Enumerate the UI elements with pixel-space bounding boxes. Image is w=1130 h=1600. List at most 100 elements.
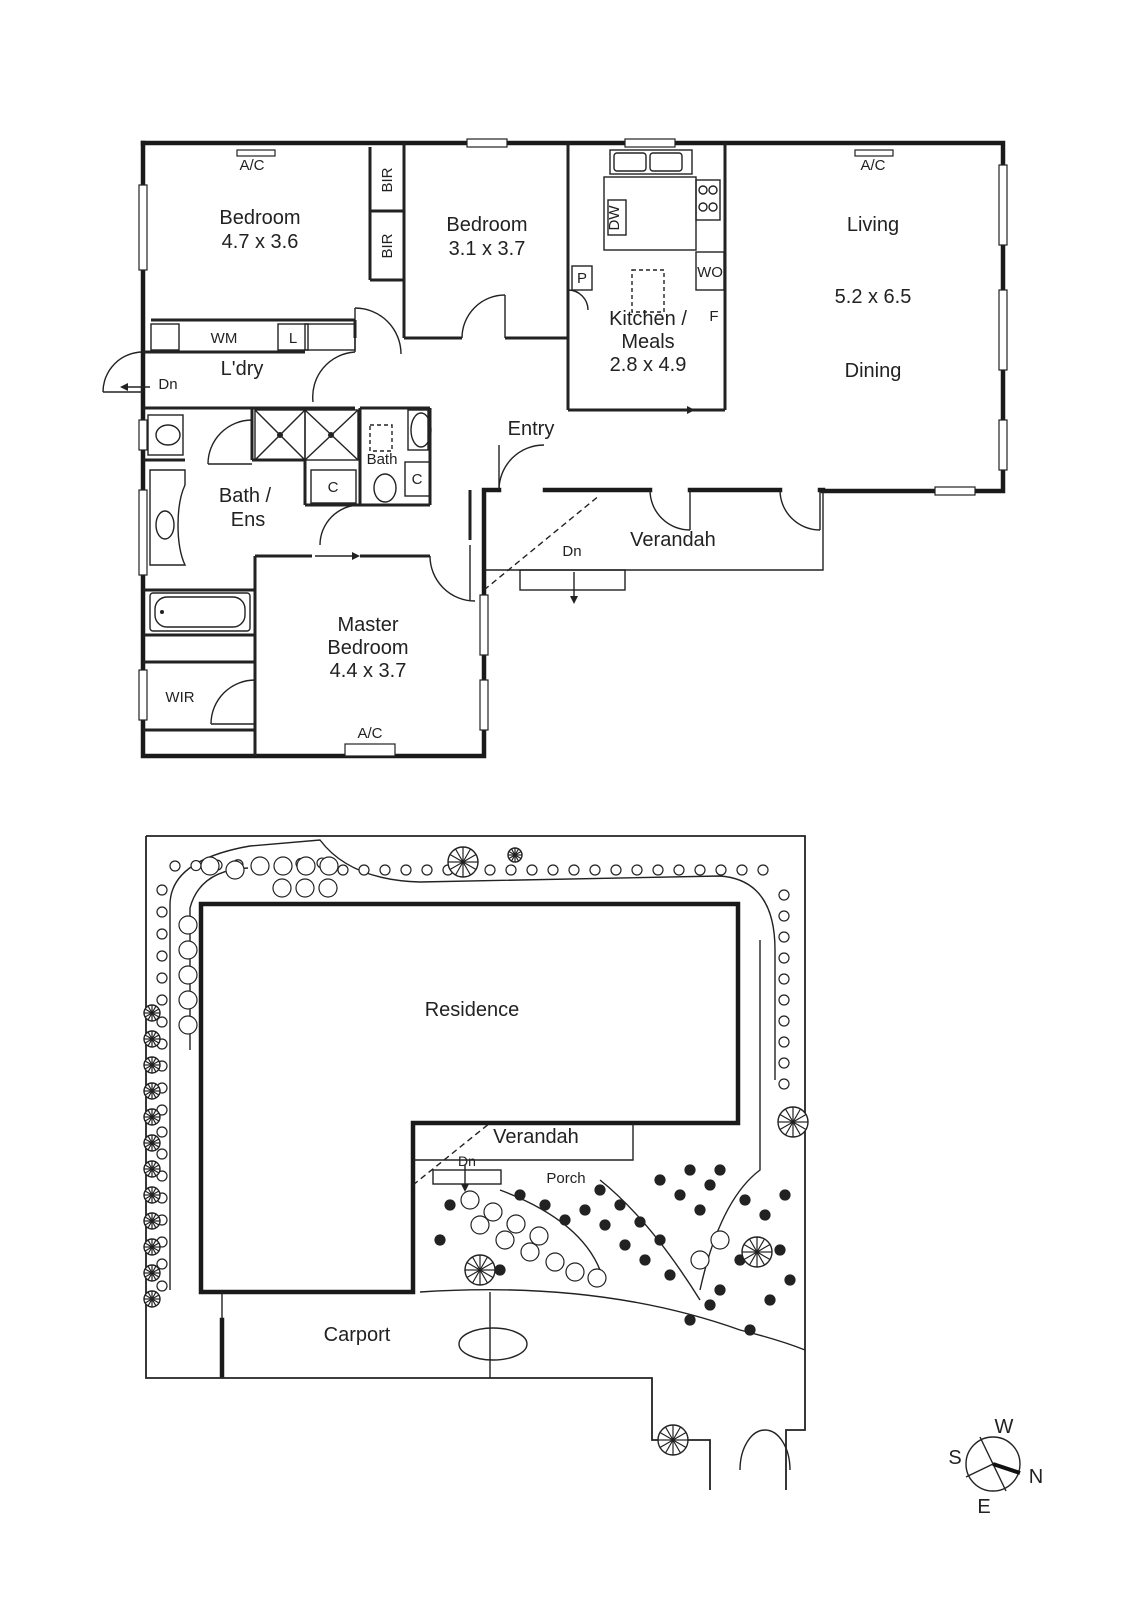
shrub (169, 860, 181, 872)
master-bedroom-name-2: Bedroom (327, 637, 408, 659)
master-bedroom-name: Master (337, 614, 398, 636)
shrub (547, 864, 559, 876)
shrub (690, 1250, 710, 1270)
f-label: F (709, 308, 718, 325)
tree (657, 1424, 689, 1456)
dw-label: DW (606, 205, 623, 231)
dark-shrub (599, 1219, 611, 1231)
kitchen-name: Kitchen / (609, 308, 687, 330)
dark-shrub (654, 1234, 666, 1246)
p-label: P (577, 270, 587, 287)
shrub (506, 1214, 526, 1234)
site-verandah-label: Verandah (493, 1126, 579, 1148)
dark-shrub (764, 1294, 776, 1306)
tree (143, 1056, 161, 1074)
dark-shrub (784, 1274, 796, 1286)
shrub (778, 1015, 790, 1027)
compass-s: S (948, 1447, 961, 1469)
shrub (250, 856, 270, 876)
dark-shrub (444, 1199, 456, 1211)
l-label: L (289, 330, 297, 347)
dark-shrub (514, 1189, 526, 1201)
compass: W S N E (948, 1416, 1043, 1518)
garden-paths (169, 839, 806, 1471)
shrub (545, 1252, 565, 1272)
dark-shrub (714, 1284, 726, 1296)
tree (143, 1030, 161, 1048)
compass-w: W (995, 1416, 1014, 1438)
shrub (178, 915, 198, 935)
dark-shrub (539, 1199, 551, 1211)
dark-shrub (704, 1299, 716, 1311)
wo-label: WO (697, 264, 723, 281)
dark-shrub (739, 1194, 751, 1206)
shrub (358, 864, 370, 876)
shrub (483, 1202, 503, 1222)
shrub (568, 864, 580, 876)
dining-name: Dining (845, 360, 902, 382)
dark-shrub (759, 1209, 771, 1221)
trees (143, 846, 809, 1456)
shrub (484, 864, 496, 876)
dark-shrub (634, 1216, 646, 1228)
shrub (190, 859, 202, 872)
tree (143, 1186, 161, 1204)
tree (143, 1238, 161, 1256)
shrub (156, 1126, 168, 1138)
dark-shrub (744, 1324, 756, 1336)
dark-shrub (684, 1314, 696, 1326)
kitchen-size: 2.8 x 4.9 (610, 354, 687, 376)
shrub (200, 856, 220, 876)
shrub (631, 864, 643, 876)
shrub (337, 864, 349, 876)
shrub (225, 860, 245, 880)
shrub (156, 994, 168, 1006)
shrub (778, 1036, 790, 1048)
bath-ens-name: Bath / (219, 485, 272, 507)
shrub (156, 1258, 168, 1270)
shrub (296, 856, 316, 876)
dark-shrub (714, 1164, 726, 1176)
shrub (295, 878, 315, 898)
shrub (495, 1230, 515, 1250)
tree (143, 1082, 161, 1100)
shrub (379, 864, 391, 876)
master-bedroom-size: 4.4 x 3.7 (330, 660, 407, 682)
site-dn-label: Dn (458, 1153, 476, 1169)
shrub (710, 1230, 730, 1250)
laundry-dn-label: Dn (158, 376, 177, 393)
dark-shrub (619, 1239, 631, 1251)
shrub (778, 889, 790, 901)
shrub (529, 1226, 549, 1246)
dark-shrub (779, 1189, 791, 1201)
shrub (156, 1280, 168, 1292)
ac-label-1: A/C (239, 157, 264, 174)
ac-label-3: A/C (357, 725, 382, 742)
bath-ens-name-2: Ens (231, 509, 265, 531)
dark-shrub (579, 1204, 591, 1216)
dark-shrub (684, 1164, 696, 1176)
tree (507, 847, 523, 863)
shrub (156, 928, 168, 940)
shrub (778, 1078, 790, 1090)
shrub (589, 864, 601, 876)
residence-footprint (198, 901, 741, 1295)
shrub (778, 910, 790, 922)
dark-shrub (694, 1204, 706, 1216)
dark-shrub (559, 1214, 571, 1226)
dark-shrub (434, 1234, 446, 1246)
shrub (505, 864, 517, 876)
ac-label-2: A/C (860, 157, 885, 174)
dark-shrub (594, 1184, 606, 1196)
kitchen-name-2: Meals (621, 331, 674, 353)
shrub (778, 1057, 790, 1069)
windows (138, 138, 1008, 757)
tree (143, 1004, 161, 1022)
shrub (156, 1148, 168, 1160)
dark-shrub (614, 1199, 626, 1211)
shrub (715, 864, 727, 876)
dark-shrub (774, 1244, 786, 1256)
tree (741, 1236, 773, 1268)
dark-shrub (674, 1189, 686, 1201)
